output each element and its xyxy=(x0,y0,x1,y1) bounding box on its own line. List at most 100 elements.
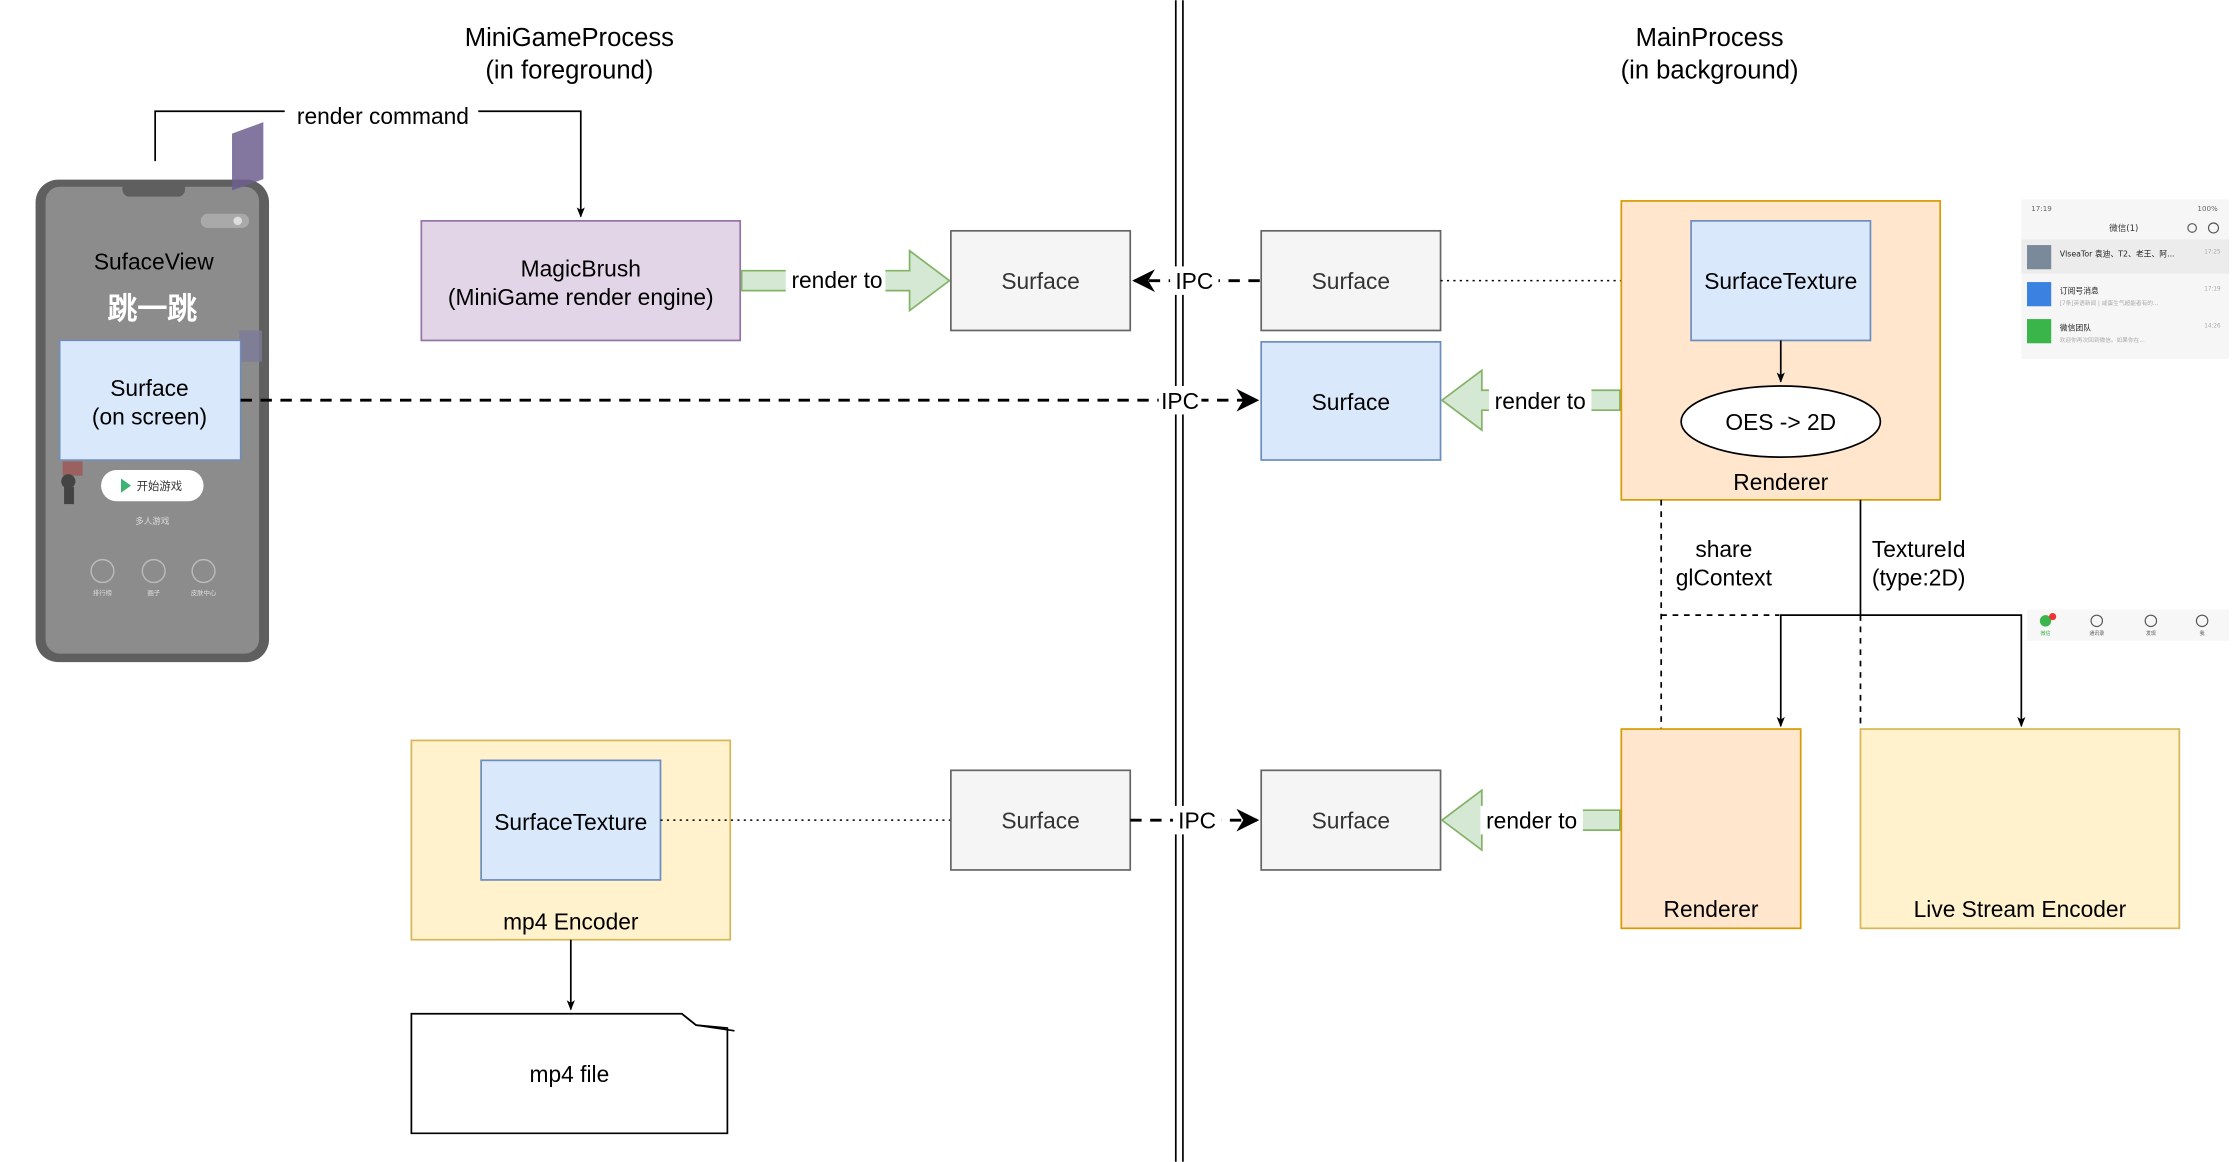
tab-label-discover: 发现 xyxy=(2146,630,2156,637)
right-process-title: MainProcess xyxy=(1636,24,1784,52)
render-to-label-top: render to xyxy=(791,267,882,293)
surface-view-label: SufaceView xyxy=(94,248,214,274)
phone-bottom-nav: 排行榜 圈子 皮肤中心 xyxy=(90,558,217,597)
surface-texture-minigame[interactable]: SurfaceTexture xyxy=(480,759,662,881)
render-to-arrow-bottom: render to xyxy=(1440,788,1621,852)
circle-icon[interactable] xyxy=(141,558,166,584)
textureid-label-1: TextureId xyxy=(1872,536,1966,562)
tab-contacts-icon[interactable] xyxy=(2090,614,2104,628)
surface-label: Surface xyxy=(1312,808,1390,834)
tab-chats-icon[interactable] xyxy=(2039,615,2052,627)
on-screen-surface-box[interactable] xyxy=(59,339,242,461)
chat-row-1-title: VlseaTor 袁迪、T2、老王、阿... xyxy=(2060,248,2175,258)
ipc-edge-top: IPC xyxy=(1132,266,1260,295)
left-process-subtitle: (in foreground) xyxy=(485,57,653,85)
play-icon xyxy=(120,478,131,493)
start-game-button[interactable] xyxy=(101,469,204,502)
tab-discover-icon[interactable] xyxy=(2144,614,2158,628)
chat-row-3-sub: 欢迎你再次回到微信。如果你在... xyxy=(2060,336,2145,344)
game-piece-icon xyxy=(61,474,76,489)
close-capsule-icon[interactable] xyxy=(233,216,242,226)
surface-texture-main-label: SurfaceTexture xyxy=(1704,268,1857,294)
wechat-add-icon[interactable] xyxy=(2207,222,2220,234)
chat-row-1-time: 17:25 xyxy=(2204,250,2221,256)
chat-row-2-title: 订阅号消息 xyxy=(2060,285,2099,295)
phone-mockup: SufaceView 跳一跳 Surface (on screen) 开始游戏 … xyxy=(35,122,270,663)
oes-node[interactable]: OES -> 2D xyxy=(1680,385,1882,459)
ipc-edge-bottom: IPC xyxy=(1130,805,1260,835)
magicbrush-label-2: (MiniGame render engine) xyxy=(448,284,714,310)
surface-main-middle[interactable]: Surface xyxy=(1260,341,1442,461)
surface-texture-minigame-label: SurfaceTexture xyxy=(494,809,647,835)
share-label-2: glContext xyxy=(1676,564,1773,590)
render-command-label: render command xyxy=(297,103,469,129)
on-screen-surface-label-1: Surface xyxy=(110,375,188,401)
chat-row-3-time: 14:26 xyxy=(2204,324,2221,330)
chat-row-3-title: 微信团队 xyxy=(2060,322,2091,332)
render-to-arrow-middle: render to xyxy=(1440,368,1621,432)
live-stream-encoder-label: Live Stream Encoder xyxy=(1914,896,2127,922)
nav-label-circle: 圈子 xyxy=(147,589,160,597)
oes-label: OES -> 2D xyxy=(1725,409,1836,435)
renderer-bottom-label: Renderer xyxy=(1664,896,1759,922)
surface-main-bottom[interactable]: Surface xyxy=(1260,769,1442,871)
wechat-status-time: 17:19 xyxy=(2031,204,2052,213)
render-to-arrow-top: render to xyxy=(740,249,951,313)
process-divider xyxy=(1174,0,1184,1162)
renderer-bottom-node[interactable]: Renderer xyxy=(1620,728,1802,930)
right-process-subtitle: (in background) xyxy=(1621,57,1799,85)
surface-minigame-bottom[interactable]: Surface xyxy=(950,769,1132,871)
magicbrush-node[interactable]: MagicBrush (MiniGame render engine) xyxy=(420,220,742,342)
tab-label-contacts: 通讯录 xyxy=(2089,630,2104,637)
wechat-screenshot: 17:19 100% 微信(1) VlseaTor 袁迪、T2、老王、阿... … xyxy=(2021,199,2230,359)
left-process-title: MiniGameProcess xyxy=(465,24,674,52)
share-label-1: share xyxy=(1695,536,1752,562)
mp4-file-node[interactable]: mp4 file xyxy=(410,1012,735,1135)
surface-label: Surface xyxy=(1312,268,1390,294)
game-logo: 跳一跳 xyxy=(107,292,197,327)
chats-badge xyxy=(2049,613,2057,621)
wechat-title: 微信(1) xyxy=(2109,222,2138,234)
chat-row-2-sub: [7条]英语新闻 | 咸蛋生气超能者有的... xyxy=(2060,299,2159,307)
wechat-tabbar: 微信 通讯录 发现 我 xyxy=(2027,609,2230,641)
chat-avatar-group xyxy=(2027,245,2052,270)
multi-player-link[interactable]: 多人游戏 xyxy=(135,515,170,527)
tab-me-icon[interactable] xyxy=(2195,614,2209,628)
rank-icon[interactable] xyxy=(90,558,115,584)
ipc-label-bottom: IPC xyxy=(1178,808,1216,834)
nav-label-rank: 排行榜 xyxy=(93,588,113,597)
surface-texture-main[interactable]: SurfaceTexture xyxy=(1690,220,1872,342)
on-screen-surface-label-2: (on screen) xyxy=(92,403,207,429)
share-glcontext-edge: share glContext xyxy=(1660,499,1780,730)
surface-label: Surface xyxy=(1312,389,1390,415)
live-stream-encoder-node[interactable]: Live Stream Encoder xyxy=(1859,728,2181,930)
magicbrush-label-1: MagicBrush xyxy=(521,255,641,281)
wechat-search-icon[interactable] xyxy=(2187,223,2197,233)
chat-avatar-wechat-team xyxy=(2027,319,2052,344)
ipc-label-top: IPC xyxy=(1175,268,1213,294)
wechat-status-battery: 100% xyxy=(2197,204,2218,213)
mp4-encoder-label: mp4 Encoder xyxy=(503,909,639,935)
chat-row-2-time: 17:19 xyxy=(2204,287,2221,293)
ipc-label-middle: IPC xyxy=(1161,388,1199,414)
render-to-label-bottom: render to xyxy=(1486,808,1577,834)
nav-label-skin: 皮肤中心 xyxy=(191,588,217,597)
renderer-top-label: Renderer xyxy=(1733,469,1828,495)
render-to-label-middle: render to xyxy=(1495,388,1586,414)
game-block-icon xyxy=(232,122,264,191)
textureid-label-2: (type:2D) xyxy=(1872,564,1966,590)
skin-icon[interactable] xyxy=(191,558,216,584)
chat-avatar-subscriptions xyxy=(2027,282,2052,307)
tab-label-chats: 微信 xyxy=(2041,630,2051,637)
tab-label-me: 我 xyxy=(2200,630,2205,637)
ipc-edge-middle: IPC xyxy=(240,385,1260,415)
surface-minigame-top[interactable]: Surface xyxy=(950,229,1132,332)
start-game-label: 开始游戏 xyxy=(137,479,183,493)
surface-main-top[interactable]: Surface xyxy=(1260,229,1442,332)
mp4-file-label: mp4 file xyxy=(530,1061,610,1087)
textureid-edge: TextureId (type:2D) xyxy=(1776,499,2026,730)
render-command-edge: render command xyxy=(154,103,585,218)
surface-label: Surface xyxy=(1001,808,1079,834)
